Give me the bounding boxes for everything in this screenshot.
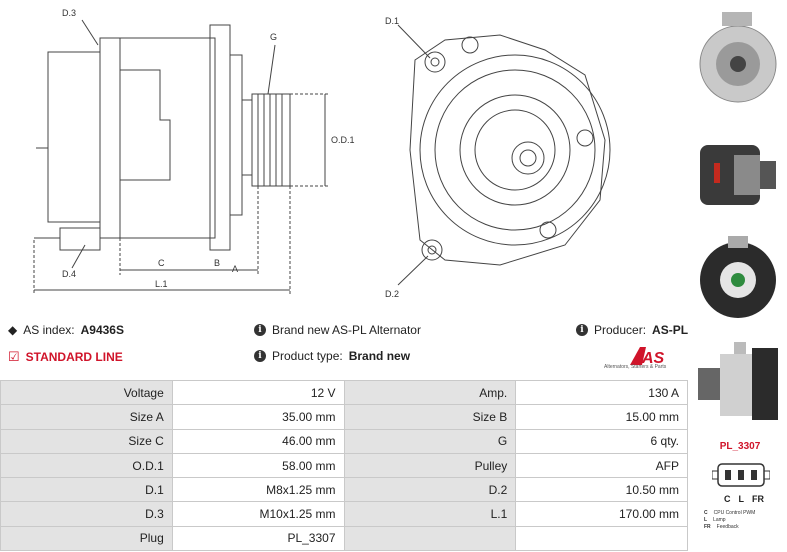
label-d1: D.1 — [385, 16, 399, 26]
product-photo-side[interactable] — [694, 338, 782, 428]
specs-table: Voltage 12 V Amp. 130 A Size A 35.00 mm … — [0, 379, 688, 552]
label-b: B — [214, 258, 220, 268]
as-index-value: A9436S — [80, 323, 124, 337]
label-g: G — [270, 32, 277, 42]
table-row: O.D.1 58.00 mm Pulley AFP — [0, 452, 688, 479]
table-row: Plug PL_3307 — [0, 525, 688, 552]
producer-value: AS-PL — [652, 323, 689, 337]
standard-line: ☑ STANDARD LINE — [8, 349, 123, 365]
producer: i Producer: AS-PL — [576, 323, 688, 337]
table-row: Voltage 12 V Amp. 130 A — [0, 379, 688, 406]
technical-drawing: D.3 G O.D.1 D.4 C B A L.1 D.1 D.2 — [33, 8, 611, 299]
info-icon: i — [576, 324, 588, 336]
producer-label: Producer: — [594, 323, 647, 337]
table-row: D.1 M8x1.25 mm D.2 10.50 mm — [0, 477, 688, 503]
pin-fr: FR — [752, 494, 764, 504]
label-d4: D.4 — [62, 269, 76, 279]
as-pl-logo: AS — [630, 347, 665, 367]
label-c: C — [158, 258, 165, 268]
standard-line-label: STANDARD LINE — [25, 350, 123, 364]
label-d2: D.2 — [385, 289, 399, 299]
label-l1: L.1 — [155, 279, 168, 289]
as-index: ◆ AS index: A9436S — [8, 323, 124, 337]
label-od1: O.D.1 — [331, 135, 355, 145]
plug-name: PL_3307 — [719, 441, 761, 452]
table-row: Size C 46.00 mm G 6 qty. — [0, 428, 688, 454]
pin-c: C — [724, 494, 731, 504]
product-photo-back[interactable] — [694, 228, 782, 328]
tag-icon: ◆ — [8, 323, 18, 337]
label-a: A — [232, 264, 238, 274]
brand-new-label: Brand new AS-PL Alternator — [272, 323, 421, 337]
plug-pin-labels: C L FR — [724, 494, 764, 504]
checkbox-icon: ☑ — [8, 349, 20, 364]
product-type-value: Brand new — [348, 349, 411, 363]
info-icon: i — [254, 324, 266, 336]
svg-text:AS: AS — [641, 350, 665, 367]
pin-l: L — [738, 494, 745, 504]
brand-new: i Brand new AS-PL Alternator — [254, 323, 421, 337]
as-index-label: AS index: — [23, 323, 75, 337]
table-row: Size A 35.00 mm Size B 15.00 mm — [0, 404, 688, 430]
product-photo-front[interactable] — [694, 4, 782, 124]
info-icon: i — [254, 350, 266, 362]
product-gallery: C L FR — [690, 0, 787, 552]
product-type-label: Product type: — [272, 349, 343, 363]
plug-connector-diagram — [712, 463, 770, 487]
product-type: i Product type: Brand new — [254, 349, 410, 363]
label-d3: D.3 — [62, 8, 76, 18]
brand-tagline: Alternators, Starters & Parts — [604, 364, 667, 370]
table-row: D.3 M10x1.25 mm L.1 170.00 mm — [0, 501, 688, 527]
product-photo-rear[interactable] — [694, 135, 782, 215]
